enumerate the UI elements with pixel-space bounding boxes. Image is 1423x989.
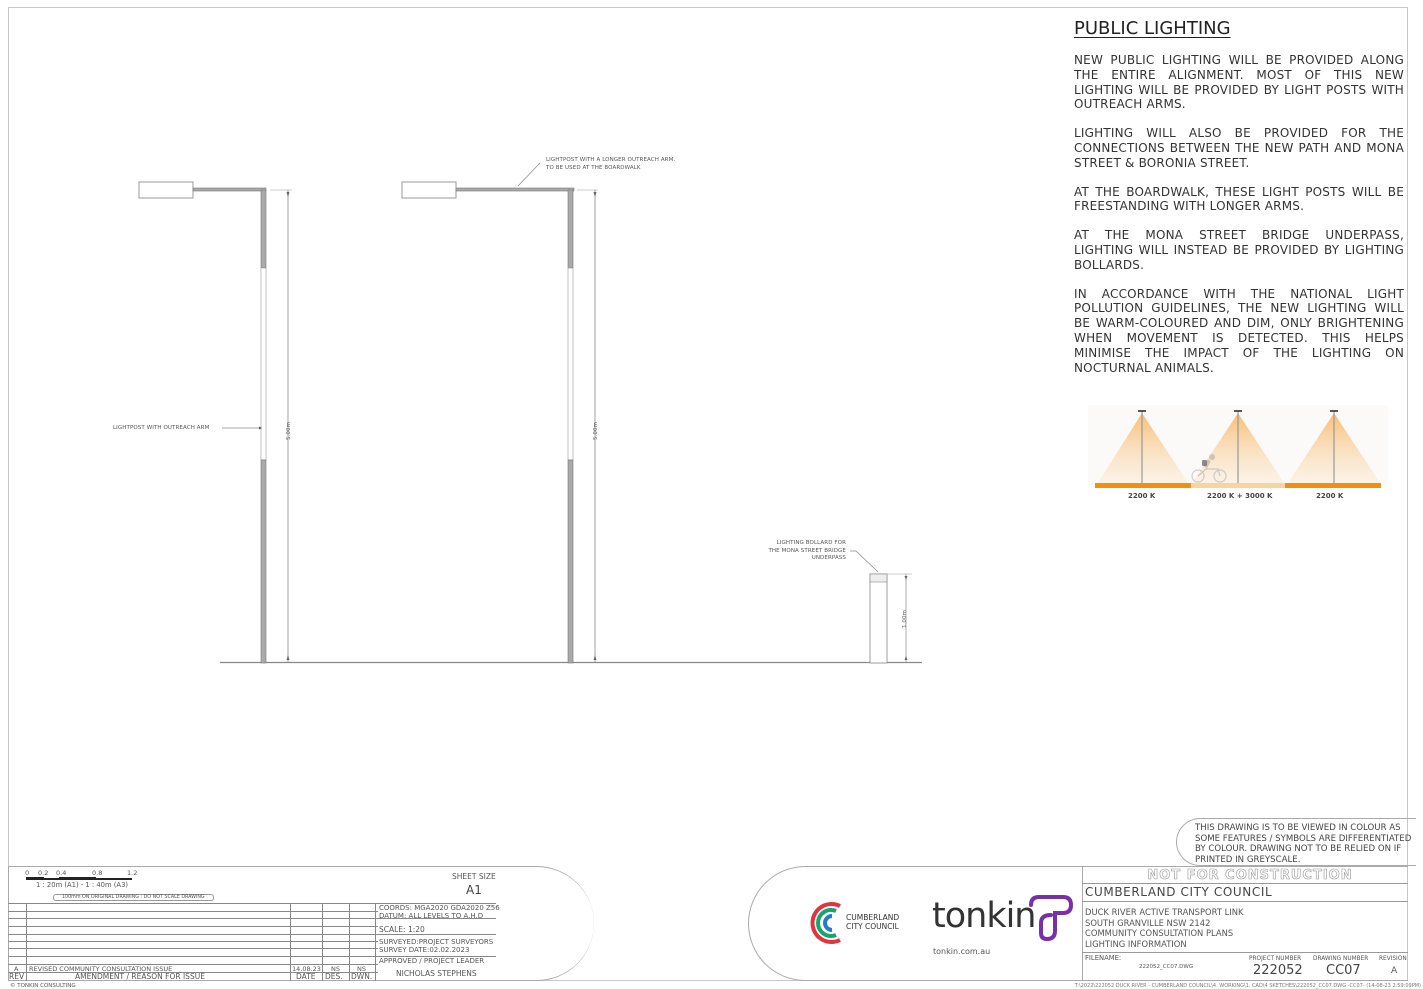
filename-label: FILENAME: [1085,954,1122,962]
header-dwn: DWN. [351,972,373,981]
elevation-drawing [138,162,922,664]
datum: DATUM: ALL LEVELS TO A.H.D [379,912,484,920]
post1-dimension: 5.00m [286,421,293,441]
lighting-bollard [850,550,912,664]
revision-label: REVISION [1379,956,1407,962]
post2-label-line1: LIGHTPOST WITH A LONGER OUTREACH ARM. [546,157,676,163]
survey-date: SURVEY DATE:02.02.2023 [379,946,470,954]
color-temperature-diagram [1088,405,1388,488]
scale-tick: 0.8 [92,869,103,877]
approved-name: NICHOLAS STEPHENS [396,969,477,978]
lightpost-2 [401,162,598,664]
post2-label-line2: TO BE USED AT THE BOARDWALK [546,165,641,171]
pole-lower [260,459,267,664]
header-amendment: AMENDMENT / REASON FOR ISSUE [75,972,205,981]
scale-tick: 0.4 [56,869,67,877]
not-for-construction-stamp: NOT FOR CONSTRUCTION [1147,868,1353,884]
council-logo-line: CITY COUNCIL [846,922,899,931]
project-description: DUCK RIVER ACTIVE TRANSPORT LINK SOUTH G… [1085,907,1244,949]
scale-tick: 0 [25,869,30,877]
leader-line [850,550,879,573]
project-line: DUCK RIVER ACTIVE TRANSPORT LINK [1085,907,1244,917]
light-cone [1098,413,1188,483]
pole-middle [567,267,574,461]
diagram-label: 2200 K [1316,492,1344,500]
amendment-cell: REVISED COMMUNITY CONSULTATION ISSUE [29,965,173,973]
tonkin-logo-icon [1029,895,1074,942]
post1-label: LIGHTPOST WITH OUTREACH ARM [113,425,210,431]
pole-upper [260,189,267,269]
leader-line [517,162,541,187]
scale-tick: 0.2 [38,869,49,877]
dwn-cell: NS [357,965,366,973]
notes-paragraph: AT THE MONA STREET BRIDGE UNDERPASS, LIG… [1074,228,1404,272]
luminaire-head [138,181,194,199]
pathway-2200k [1095,483,1191,488]
copyright: © TONKIN CONSULTING [10,983,76,989]
coords: COORDS: MGA2020 GDA2020 Z56 [379,904,500,912]
header-date: DATE [296,972,316,981]
date-cell: 14.08.23 [292,965,321,973]
drawing-border [8,7,1408,981]
council-logo-text: CUMBERLAND CITY COUNCIL [846,913,899,931]
tonkin-logo: tonkin [932,896,1036,936]
file-path: T:\2022\222052 DUCK RIVER - CUMBERLAND C… [1074,983,1421,989]
pole-upper [567,189,574,269]
tonkin-url: tonkin.com.au [933,947,991,956]
scale-text: 1 : 20m (A1) - 1 : 40m (A3) [36,881,129,889]
bollard-dimension: 1.00m [902,609,909,629]
sheet-size: A1 [466,883,482,897]
colour-warning-box: THIS DRAWING IS TO BE VIEWED IN COLOUR A… [1176,818,1416,866]
luminaire-head [401,181,457,199]
lightpost-1 [138,181,292,664]
notes-title: PUBLIC LIGHTING [1074,18,1231,39]
diagram-label: 2200 K + 3000 K [1207,492,1273,500]
revision: A [1391,966,1398,976]
notes-paragraph: NEW PUBLIC LIGHTING WILL BE PROVIDED ALO… [1074,53,1404,112]
colour-warning-text: THIS DRAWING IS TO BE VIEWED IN COLOUR A… [1195,823,1412,865]
rev-cell: A [14,965,19,973]
project-number: 222052 [1253,963,1303,978]
project-number-label: PROJECT NUMBER [1249,956,1302,962]
header-des: DES. [325,972,343,981]
pole-lower [567,459,574,664]
bollard-label-line1: LIGHTING BOLLARD FOR [776,540,846,546]
council-logo-line: CUMBERLAND [846,913,900,922]
filename: 222052_CC07.DWG [1139,964,1194,970]
titleblock-left [8,866,594,981]
outreach-arm [192,187,267,192]
cyclist-icon [1191,454,1227,483]
drawing-number: CC07 [1326,963,1361,978]
project-line: LIGHTING INFORMATION [1085,938,1187,949]
pathway-2200k [1285,483,1381,488]
scale-tick: 1.2 [127,869,138,877]
bollard-label-line3: UNDERPASS [811,555,846,561]
sheet-size-label: SHEET SIZE [452,872,496,881]
bollard-label-line2: THE MONA STREET BRIDGE [768,548,846,554]
approved-label: APPROVED / PROJECT LEADER [379,957,485,965]
scale-bar-segment [26,877,44,880]
scale-note: 100mm ON ORIGINAL DRAWING : DO NOT SCALE… [53,894,214,901]
drawing-number-label: DRAWING NUMBER [1313,956,1369,962]
notes-paragraph: LIGHTING WILL ALSO BE PROVIDED FOR THE C… [1074,126,1404,170]
client-name: CUMBERLAND CITY COUNCIL [1085,885,1273,899]
diagram-label: 2200 K [1128,492,1156,500]
header-rev: REV [9,972,25,981]
des-cell: NS [331,965,340,973]
notes-paragraph: IN ACCORDANCE WITH THE NATIONAL LIGHT PO… [1074,286,1404,375]
post2-dimension: 5.00m [593,421,600,441]
notes-panel: PUBLIC LIGHTING NEW PUBLIC LIGHTING WILL… [1074,18,1404,389]
scale: SCALE: 1:20 [379,925,425,934]
outreach-arm [455,187,575,192]
cumberland-logo-icon [810,902,841,944]
surveyed: SURVEYED:PROJECT SURVEYORS [379,938,494,946]
pathway-mixed [1191,483,1285,488]
project-line: SOUTH GRANVILLE NSW 2142 [1085,917,1211,928]
pole-middle [260,267,267,461]
notes-paragraph: AT THE BOARDWALK, THESE LIGHT POSTS WILL… [1074,184,1404,214]
project-line: COMMUNITY CONSULTATION PLANS [1085,928,1234,938]
titleblock-right [748,866,1408,981]
